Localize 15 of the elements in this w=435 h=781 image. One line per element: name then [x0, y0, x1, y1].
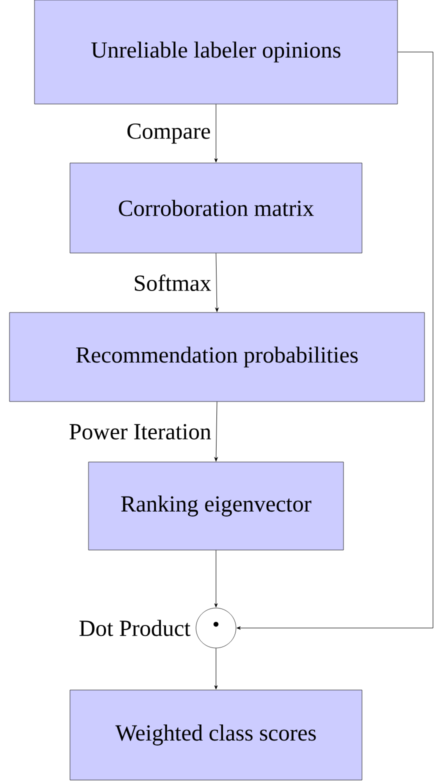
arrow [214, 550, 218, 608]
edge-label: Power Iteration [70, 424, 211, 440]
edge-label: Compare [127, 123, 210, 144]
beside-text: Dot Product [79, 620, 190, 636]
process-box: Weighted class scores [70, 690, 362, 780]
process-box: Corroboration matrix [70, 162, 362, 254]
process-box: Ranking eigenvector [88, 462, 344, 550]
arrow [214, 648, 218, 690]
arrow [214, 104, 218, 162]
process-box: Recommendation probabilities [9, 312, 425, 402]
edge-label: Softmax [134, 274, 212, 291]
arrow [236, 52, 434, 630]
process-box: Unreliable labeler opinions [34, 0, 398, 104]
arrow [215, 252, 219, 312]
arrow [214, 401, 218, 462]
